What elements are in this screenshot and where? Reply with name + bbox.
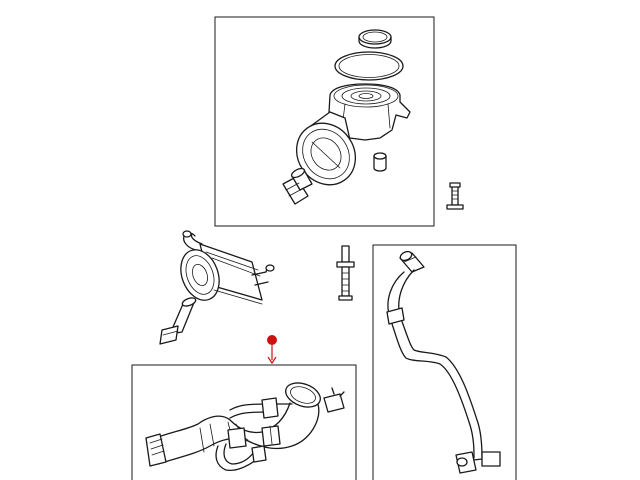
cooler-adapter-tube [159, 297, 197, 345]
bolt-flanged [446, 182, 464, 210]
oil-filter-housing [295, 83, 411, 186]
vacuum-line-group[interactable] [372, 244, 517, 480]
oil-filter-housing-frame [214, 16, 435, 227]
callout-arrow [267, 356, 277, 365]
oil-filter-housing-group[interactable] [214, 16, 464, 227]
air-intake-hose-group[interactable] [131, 364, 357, 480]
air-intake-hose-frame [131, 364, 357, 480]
stud-bolt-group[interactable] [336, 245, 355, 301]
filter-adapter [282, 167, 313, 205]
oil-cooler-group[interactable] [159, 230, 275, 345]
sleeve-small [373, 152, 387, 172]
vacuum-line-frame [372, 244, 517, 480]
callout-marker[interactable] [267, 335, 277, 365]
o-ring-large [334, 51, 404, 81]
callout-dot [267, 335, 277, 345]
o-ring-small [358, 29, 392, 49]
